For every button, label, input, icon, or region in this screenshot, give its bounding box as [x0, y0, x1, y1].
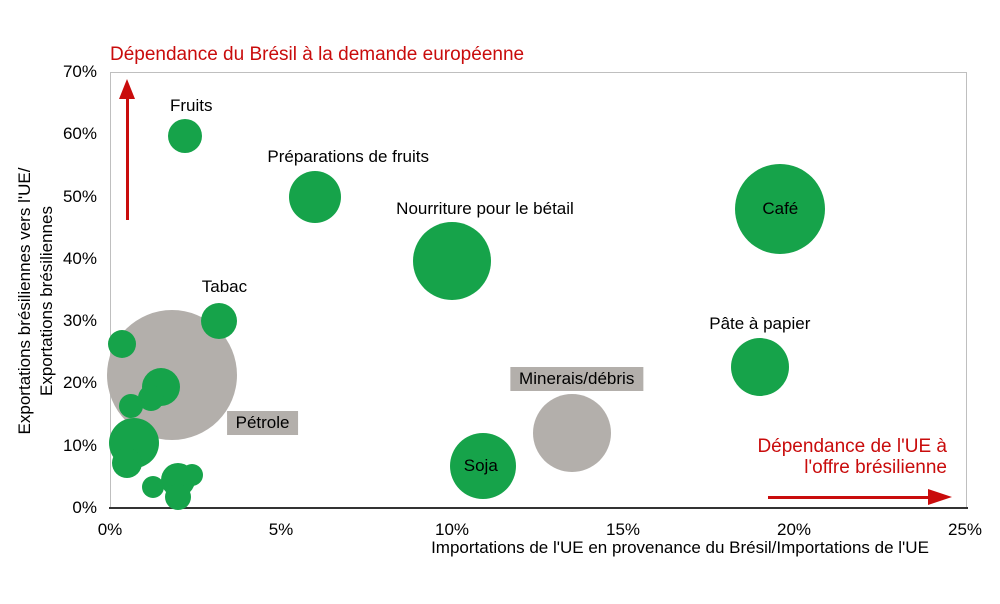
y-tick-label-20: 20%: [62, 373, 97, 393]
bubble: [141, 475, 164, 498]
bubble-label-nourriture-pour-le-betail: Nourriture pour le bétail: [396, 199, 574, 219]
up-arrow-icon: [119, 79, 135, 99]
x-tick-label-5: 5%: [268, 520, 294, 539]
bubble-label-soja: Soja: [463, 455, 498, 475]
bubble: [181, 463, 204, 486]
bubble-label-minerais-debris: Minerais/débris: [510, 366, 644, 391]
y-tick-label-40: 40%: [62, 248, 97, 268]
bubble-label-tabac: Tabac: [201, 276, 248, 296]
bubble-label-pate-a-papier: Pâte à papier: [709, 313, 811, 333]
y-axis-title-line1: Exportations brésiliennes vers l'UE/: [15, 167, 34, 435]
x-axis-title: Importations de l'UE en provenance du Br…: [431, 538, 929, 557]
y-tick-label-50: 50%: [62, 186, 97, 206]
bubble-cafe: [735, 164, 826, 255]
bubble: [112, 448, 143, 479]
bubble-label-preparations-de-fruits: Préparations de fruits: [267, 146, 429, 166]
bottom-annotation-line1: Dépendance de l'UE à: [757, 436, 947, 457]
bubble: [118, 393, 143, 418]
bubble-preparations-de-fruits: [289, 170, 342, 223]
bubble: [165, 483, 192, 510]
x-tick-label-10: 10%: [434, 520, 470, 539]
right-arrow-shaft: [768, 495, 930, 499]
y-tick-label-60: 60%: [62, 124, 97, 144]
right-arrow-icon: [928, 489, 952, 505]
bottom-annotation-line2: l'offre brésilienne: [804, 457, 947, 478]
bubble-soja: [449, 432, 516, 499]
bubble-label-cafe: Café: [762, 199, 799, 219]
y-tick-label-30: 30%: [62, 311, 97, 331]
up-arrow-shaft: [125, 96, 129, 220]
bubble-fruits: [168, 119, 203, 154]
bottom-annotation: Dépendance de l'UE à l'offre brésilienne: [757, 436, 947, 478]
bubble-nourriture-pour-le-betail: [413, 222, 491, 301]
bubble-pate-a-papier: [730, 337, 789, 396]
chart-title: Dépendance du Brésil à la demande europé…: [110, 44, 525, 65]
bubble-label-petrole: Pétrole: [226, 410, 299, 435]
x-tick-label-15: 15%: [605, 520, 641, 539]
y-tick-label-0: 0%: [72, 498, 97, 517]
y-tick-label-70: 70%: [62, 62, 97, 81]
x-axis-line: [109, 506, 968, 509]
bubble-tabac: [201, 302, 238, 339]
x-tick-label-0: 0%: [97, 520, 123, 539]
y-tick-label-10: 10%: [62, 435, 97, 455]
bubble-minerais-debris: [532, 393, 611, 472]
x-tick-label-20: 20%: [776, 520, 812, 539]
bubble: [107, 329, 136, 358]
bubble-label-fruits: Fruits: [169, 96, 213, 116]
x-tick-label-25: 25%: [947, 520, 983, 539]
